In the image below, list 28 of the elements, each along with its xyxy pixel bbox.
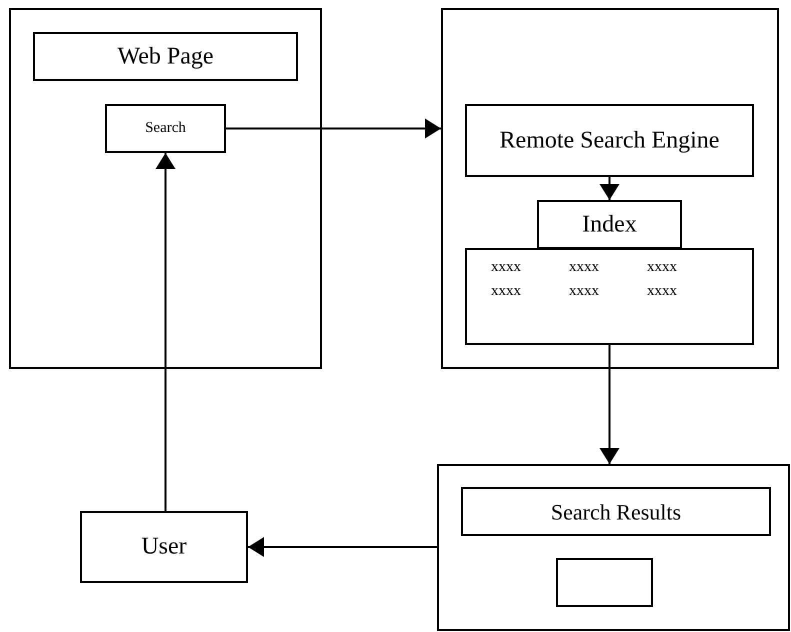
placeholder-text: xxxx: [647, 260, 677, 275]
placeholder-text: xxxx: [491, 260, 521, 275]
actor-box: [80, 511, 248, 583]
arrow: [156, 153, 176, 511]
box-label: Search: [144, 120, 187, 136]
container-box: [441, 8, 779, 369]
box-label: Web Page: [116, 44, 215, 70]
placeholder-text: xxxx: [569, 260, 599, 275]
arrow: [226, 118, 441, 138]
arrow: [248, 537, 437, 557]
container-box: [9, 8, 322, 369]
placeholder-text: xxxx: [569, 284, 599, 299]
title-box: [33, 32, 298, 81]
search-box: [105, 104, 226, 153]
box-label: User: [140, 534, 188, 560]
container-box: [437, 464, 790, 631]
arrow: [600, 345, 620, 464]
placeholder-text: xxxx: [491, 284, 521, 299]
index-box: [537, 200, 682, 249]
box-label: Index: [581, 212, 638, 238]
empty-box: [556, 558, 653, 607]
results-box: [461, 487, 771, 536]
arrow: [600, 177, 620, 200]
box-label: Remote Search Engine: [498, 128, 720, 154]
process-box: [465, 104, 754, 177]
placeholder-text: xxxx: [647, 284, 677, 299]
table-box: [465, 248, 754, 345]
box-label: Search Results: [550, 500, 682, 524]
